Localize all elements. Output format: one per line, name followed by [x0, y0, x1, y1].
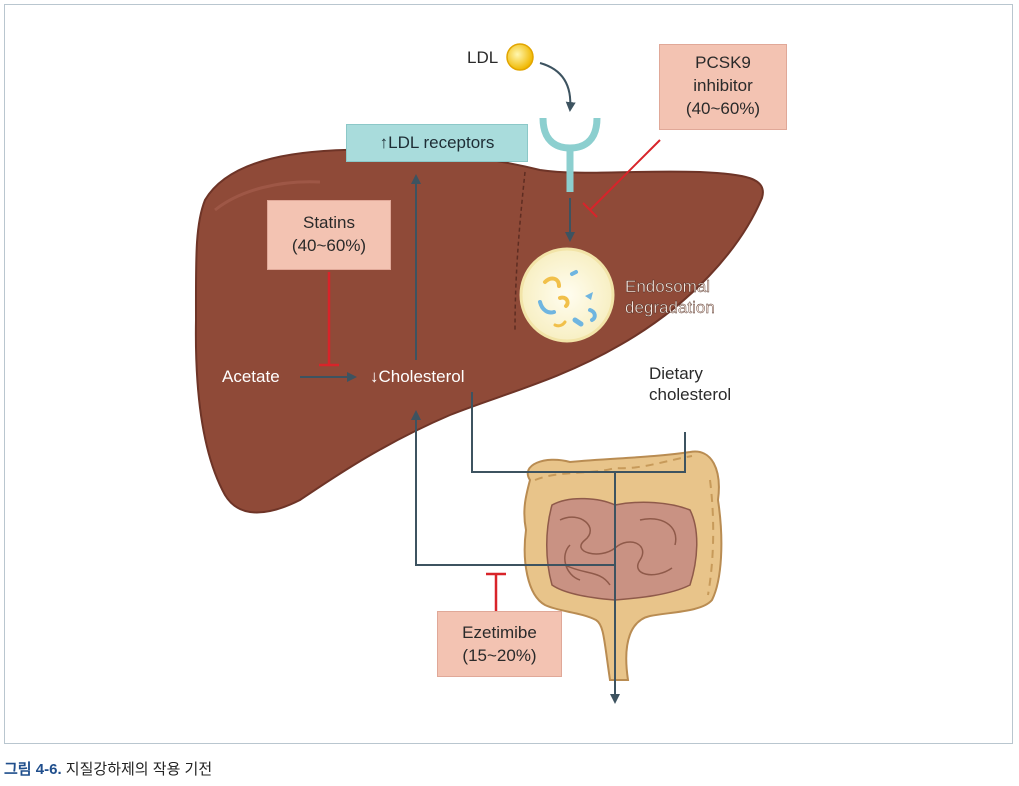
- ldl-receptor: [539, 117, 601, 192]
- endosomal-label: Endosomal degradation: [625, 276, 715, 318]
- cholesterol-label: ↓Cholesterol: [370, 367, 465, 386]
- endosome: [519, 247, 615, 343]
- ldl-receptors-box: ↑LDL receptors: [346, 124, 528, 162]
- ldl-particle: [506, 43, 534, 71]
- pcsk9-line2: inhibitor: [693, 76, 753, 95]
- ezetimibe-line1: Ezetimibe: [462, 623, 537, 642]
- pcsk9-box: PCSK9 inhibitor (40~60%): [659, 44, 787, 130]
- dietary-cholesterol-label: Dietary cholesterol: [649, 363, 731, 405]
- pcsk9-line1: PCSK9: [695, 53, 751, 72]
- dietary-line2: cholesterol: [649, 385, 732, 404]
- pcsk9-inhibition: [582, 139, 661, 218]
- statins-line1: Statins: [303, 213, 355, 232]
- absorption-path: [411, 410, 615, 566]
- acetate-label: Acetate: [222, 367, 280, 386]
- pcsk9-line3: (40~60%): [685, 99, 761, 118]
- figure-number: 그림 4-6.: [4, 761, 62, 778]
- endosomal-line2: degradation: [625, 298, 715, 317]
- figure-caption-text: 지질강하제의 작용 기전: [65, 761, 213, 778]
- dietary-line1: Dietary: [649, 364, 703, 383]
- figure-caption: 그림 4-6. 지질강하제의 작용 기전: [4, 758, 212, 779]
- ldl-label: LDL: [467, 48, 499, 67]
- ezetimibe-inhibition: [486, 572, 506, 612]
- ldl-receptors-label: ↑LDL receptors: [379, 133, 495, 152]
- biliary-path: [471, 392, 686, 473]
- ezetimibe-box: Ezetimibe (15~20%): [437, 611, 562, 677]
- endosomal-line1: Endosomal: [625, 277, 711, 296]
- ldl-arrow: [539, 62, 576, 112]
- intestine: [523, 450, 723, 681]
- statins-box: Statins (40~60%): [267, 200, 391, 270]
- ezetimibe-line2: (15~20%): [462, 646, 537, 665]
- statin-inhibition: [319, 272, 339, 367]
- statins-line2: (40~60%): [291, 236, 367, 255]
